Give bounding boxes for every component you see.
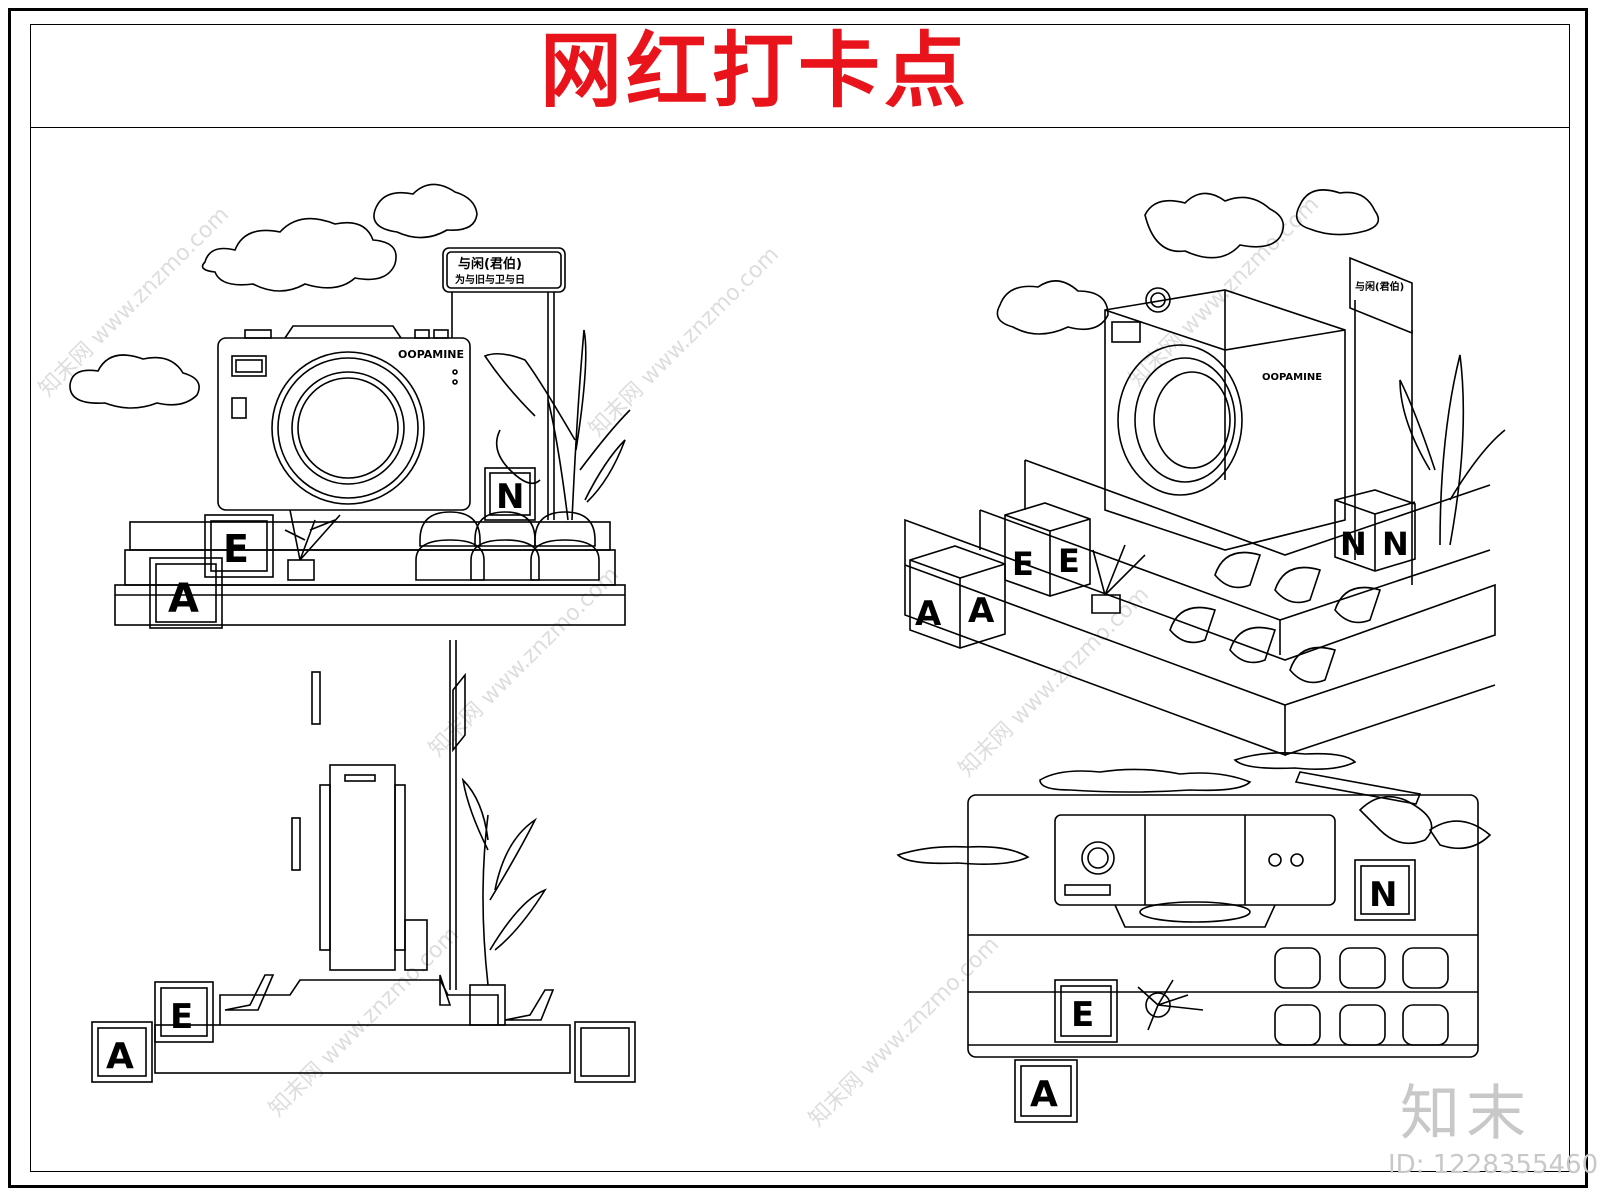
camera-side <box>329 764 396 971</box>
camera-brand-front: OOPAMINE <box>398 348 464 361</box>
cloud-2 <box>373 183 478 239</box>
svg-text:A: A <box>106 1036 134 1077</box>
brand-logo: 知末 <box>1400 1079 1532 1149</box>
svg-text:为与旧与卫与日: 为与旧与卫与日 <box>455 273 525 286</box>
camera-body <box>217 337 471 511</box>
svg-text:E: E <box>1071 995 1094 1035</box>
camera-lens <box>271 351 425 505</box>
cloud-3 <box>69 354 200 409</box>
cloud-6 <box>996 280 1109 335</box>
svg-text:A: A <box>968 591 995 631</box>
svg-text:A: A <box>168 576 199 622</box>
side-elevation: A E <box>91 640 636 1083</box>
cloud-4 <box>1144 192 1285 259</box>
inner-frame <box>30 24 1570 1172</box>
isometric-view: OOPAMINE 与闲(君伯) N N E E A A <box>904 189 1506 757</box>
svg-text:A: A <box>915 594 942 634</box>
camera-plan <box>1054 814 1336 906</box>
title-divider <box>30 127 1570 128</box>
svg-text:与闲(君伯): 与闲(君伯) <box>458 256 522 272</box>
svg-text:E: E <box>1058 542 1080 580</box>
svg-text:E: E <box>170 997 193 1037</box>
svg-text:N: N <box>1382 525 1409 563</box>
svg-text:A: A <box>1030 1074 1058 1115</box>
svg-text:E: E <box>1012 545 1034 583</box>
cloud-5 <box>1295 189 1380 236</box>
plan-view: N E A <box>896 752 1492 1123</box>
svg-text:OOPAMINE: OOPAMINE <box>1262 372 1322 383</box>
svg-text:与闲(君伯): 与闲(君伯) <box>1355 280 1404 293</box>
outer-frame <box>8 8 1588 1188</box>
svg-text:N: N <box>1369 875 1397 915</box>
page-title: 网红打卡点 <box>540 23 971 119</box>
cloud-1 <box>201 217 397 292</box>
camera-lens-iso <box>1117 344 1243 496</box>
svg-text:E: E <box>223 527 249 571</box>
svg-text:N: N <box>1340 525 1367 563</box>
front-elevation: OOPAMINE 与闲(君伯) 为与旧与卫与日 N E A <box>69 183 631 629</box>
sign-board <box>442 247 566 293</box>
svg-text:N: N <box>496 477 524 517</box>
image-id: ID: 1228355460 <box>1388 1150 1599 1180</box>
